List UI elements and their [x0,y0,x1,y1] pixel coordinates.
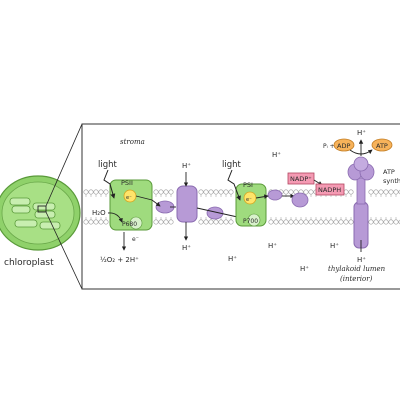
hplus-lumen-3: H⁺ [300,265,309,273]
oxygen-label: ½O₂ + 2H⁺ [100,256,139,264]
ferredoxin [267,189,283,201]
zoom-marker [37,205,47,213]
hplus-stroma-2: H⁺ [272,151,281,159]
nadph-box [315,183,345,196]
atp-synthase [347,156,375,249]
stroma-label: stroma [120,138,145,146]
psi-label: PSI [243,181,253,189]
hplus-lumen-5: H⁺ [268,242,277,250]
atp-synthase-label-1: ATP [383,168,395,176]
electron-label-water: e⁻ [132,236,139,243]
water-label: H₂O [92,209,106,217]
psii-label: PSII [121,179,133,187]
hplus-lumen-4: H⁺ [330,242,339,250]
light-arrow-1 [103,169,116,199]
photosystem-i [235,183,267,227]
cytochrome-complex [155,185,224,223]
hplus-lumen-atp: H⁺ [357,256,366,264]
electron-arrow-2 [196,207,243,220]
pi-label: Pᵢ + [323,143,335,150]
light-arrow-2 [227,169,241,201]
atp-label: ATP [376,142,388,150]
p680-label: P680 [122,221,137,228]
hplus-stroma-atp: H⁺ [357,129,366,137]
photosystem-ii [109,179,153,231]
nadp-box [287,172,315,185]
lumen-label-1: thylakoid lumen [328,265,386,273]
electron-label-psii: e⁻ [126,195,132,201]
chloroplast [0,175,81,251]
hplus-stroma-1: H⁺ [182,162,191,170]
water-arrow [107,212,123,223]
adp-bubble [333,138,355,152]
thylakoid-membrane [83,189,400,225]
p700-label: P700 [243,218,258,225]
adp-label: ADP [337,142,350,150]
nadph-label: NADPH [318,186,341,194]
hplus-lumen-1: H⁺ [182,244,191,252]
electron-arrow-1 [135,195,161,207]
electron-label-psi: e⁻ [246,197,252,203]
nadp-reductase [291,192,309,208]
light-label-1: light [98,160,118,170]
zoom-line-top [45,123,83,207]
hplus-lumen-2: H⁺ [228,255,237,263]
atp-synthase-label-2: synth [383,177,400,185]
zoom-line-bottom [45,211,83,290]
light-label-2: light [222,160,242,170]
nadp-label: NADP⁺ [290,175,312,183]
chloroplast-label: chloroplast [4,258,54,268]
lumen-label-2: (interior) [340,275,373,283]
atp-bubble [371,138,393,152]
